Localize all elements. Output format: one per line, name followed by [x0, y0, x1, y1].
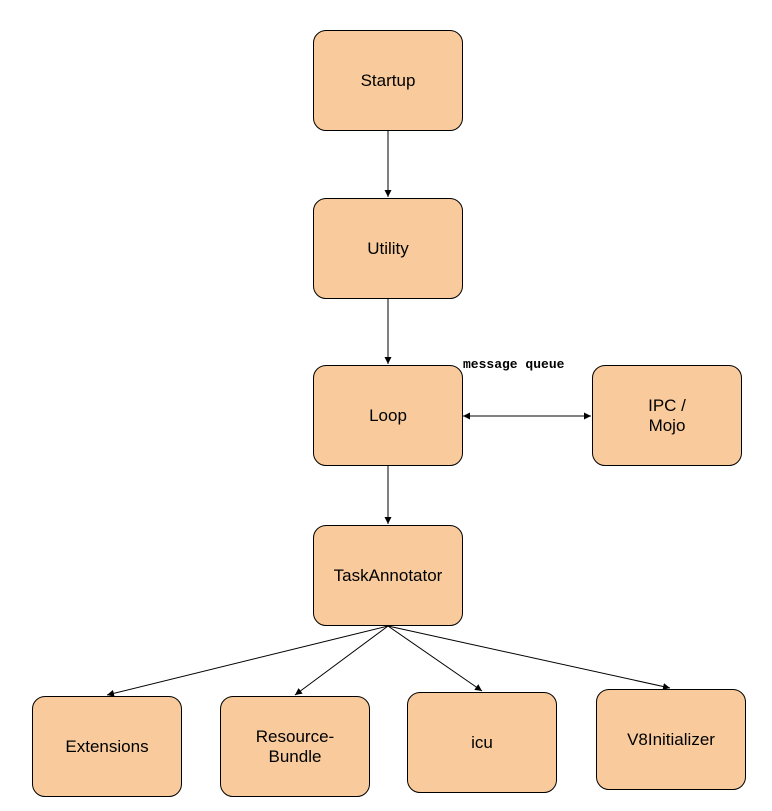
node-v8-initializer: V8Initializer [596, 689, 746, 790]
edge-taskannotator-v8initializer [387, 625, 671, 690]
edge-taskannotator-extensions [106, 625, 389, 697]
node-ipc-mojo: IPC / Mojo [592, 365, 742, 466]
message-queue-label: message queue [463, 357, 565, 372]
node-loop: Loop [313, 365, 463, 466]
edge-taskannotator-resourcebundle [294, 625, 389, 696]
node-startup: Startup [313, 30, 463, 131]
node-extensions: Extensions [32, 696, 182, 797]
node-utility: Utility [313, 198, 463, 299]
node-resource-bundle: Resource- Bundle [220, 696, 370, 797]
node-icu: icu [407, 692, 557, 793]
node-task-annotator: TaskAnnotator [313, 525, 463, 626]
edge-taskannotator-icu [387, 625, 483, 692]
